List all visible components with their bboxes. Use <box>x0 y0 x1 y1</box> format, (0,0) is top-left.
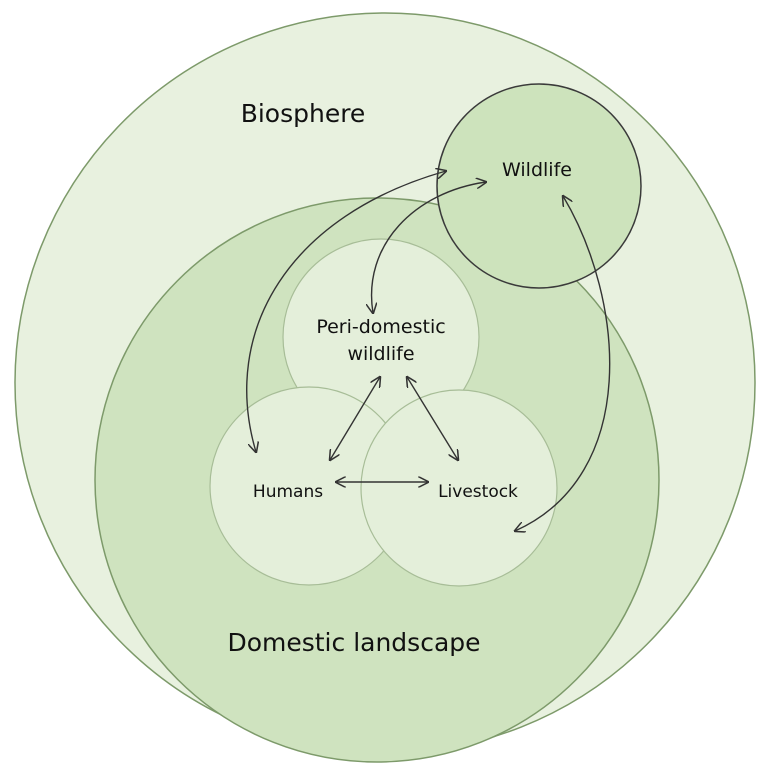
peri-domestic-label-line2: wildlife <box>347 343 414 365</box>
peri-domestic-label-line1: Peri-domestic <box>316 316 445 338</box>
arrow-peridomestic-wildlife <box>372 182 486 313</box>
biosphere-label: Biosphere <box>241 99 366 128</box>
interaction-arrows <box>246 171 611 531</box>
arrow-livestock-peridomestic <box>407 377 458 460</box>
arrow-humans-peridomestic <box>330 377 380 460</box>
livestock-label: Livestock <box>438 482 518 502</box>
domestic-landscape-label: Domestic landscape <box>227 628 480 657</box>
arrow-livestock-wildlife <box>515 196 611 531</box>
humans-label: Humans <box>253 482 323 502</box>
wildlife-label: Wildlife <box>502 159 572 181</box>
